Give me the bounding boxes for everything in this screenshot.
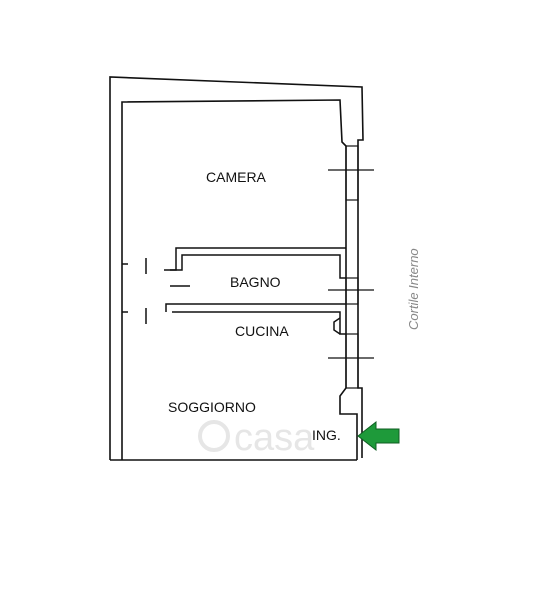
watermark-logo-icon — [198, 420, 230, 452]
room-label-bagno: BAGNO — [230, 274, 281, 290]
courtyard-label: Cortile Interno — [406, 248, 421, 330]
entrance-label: ING. — [312, 427, 341, 443]
window-frames — [328, 145, 374, 389]
outer-walls — [109, 76, 364, 461]
entrance-arrow-icon — [357, 420, 400, 452]
room-label-camera: CAMERA — [206, 169, 267, 185]
kitchen-step — [333, 317, 341, 335]
interior-walls — [122, 247, 346, 335]
window-camera-frame — [345, 145, 359, 201]
room-label-cucina: CUCINA — [235, 323, 289, 339]
outer-wall-inner-line — [121, 99, 358, 452]
wall-camera-bagno — [164, 247, 346, 271]
wall-bagno-cucina-lower — [172, 311, 346, 335]
window-bagno-frame — [345, 277, 359, 305]
wall-bagno-cucina — [165, 303, 346, 312]
watermark: casa — [198, 417, 315, 459]
window-cucina-frame — [345, 333, 359, 389]
watermark-text: casa — [234, 417, 315, 459]
room-label-soggiorno: SOGGIORNO — [168, 399, 256, 415]
outer-wall-outer-line — [109, 76, 364, 460]
wall-camera-bagno-lower — [170, 254, 346, 279]
